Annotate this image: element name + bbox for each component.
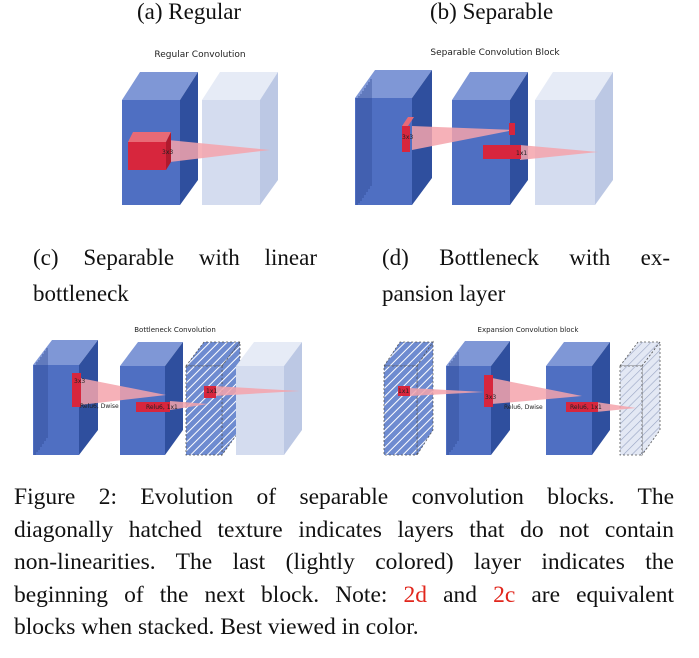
kernel-cone-c2 [170,401,208,410]
figure-caption: Figure 2: Evolution of separable convolu… [14,481,674,644]
panel-c-label1: Relu6, Dwise [80,403,119,410]
figure-caption-line4-before: beginning of the next block. Note: [14,581,404,608]
kernel-cone-d3 [596,402,636,412]
panel-a-caption: (a) Regular [137,0,242,24]
panel-d-title: Expansion Convolution block [477,326,579,334]
kernel-cone-b2 [520,145,598,160]
panel-b-diagram [355,70,613,205]
kernel-c1 [72,373,81,407]
kernel-b1 [402,117,414,152]
kernel-a-label: 3x3 [162,149,174,156]
block-next-hatched-d [619,340,661,457]
panel-b-title: Separable Convolution Block [430,48,560,58]
figure-caption-line2: diagonally hatched texture indicates lay… [14,516,674,543]
block-next-c [236,342,302,455]
ref-2d-link[interactable]: 2d [403,581,428,608]
figure-caption-line1: Figure 2: Evolution of separable convolu… [14,484,674,510]
panel-c-title: Bottleneck Convolution [134,326,216,334]
kernel-cone-c1 [80,378,166,405]
kernel-cone-b1 [412,126,514,150]
block-stacked-c [33,340,98,455]
kernel-c2 [136,402,170,412]
kernel-c3-label: 1x1 [206,388,218,395]
kernel-d3 [566,402,598,412]
kernel-b2 [483,145,521,159]
kernel-cone-d2 [492,378,582,404]
kernel-c3 [204,386,216,398]
panel-d-label2: Relu6, 1x1 [570,404,602,411]
figure-caption-line4-after: are equivalent [515,581,674,608]
panel-d-label1: Relu6, Dwise [504,404,543,411]
panel-b-caption: (b) Separable [430,0,554,24]
kernel-b2-label: 1x1 [516,150,528,157]
panel-d-diagram [383,340,661,457]
kernel-b-small [509,123,515,135]
panel-c-caption-line1: (c) Separable with linear [33,245,317,270]
panel-c-caption-line2: bottleneck [33,281,129,306]
block-middle-d [546,342,610,455]
kernel-d2-label: 3x3 [485,394,497,401]
kernel-c1-label: 3x3 [74,378,86,385]
kernel-d1 [398,386,410,396]
figure-caption-line5: blocks when stacked. Best viewed in colo… [14,614,419,640]
panel-a-title: Regular Convolution [154,50,246,60]
kernel-b1-label: 3x3 [402,134,414,141]
kernel-cone-c3 [214,386,300,396]
panel-c-diagram [33,340,302,457]
kernel-a [128,132,171,170]
block-middle-b [452,72,528,205]
kernel-cone-d1 [410,388,484,396]
ref-2c-link[interactable]: 2c [493,581,516,608]
panel-d-caption-line2: pansion layer [382,281,506,306]
block-middle-c [120,342,183,455]
panel-c-label2: Relu6, 1x1 [146,404,178,411]
kernel-d2 [484,375,493,407]
kernel-d1-label: 1x1 [398,388,410,395]
figure-caption-line4: beginning of the next block. Note: 2d an… [14,579,674,612]
figure-caption-line4-middle: and [427,581,494,608]
block-hatched-d1 [383,340,434,457]
figure-caption-line3: non-linearities. The last (lightly color… [14,549,674,575]
panel-d-caption-line1: (d) Bottleneck with ex- [382,245,670,270]
block-hatched-c [185,340,241,457]
kernel-cone-a [168,140,270,162]
panel-a-diagram [122,72,278,205]
